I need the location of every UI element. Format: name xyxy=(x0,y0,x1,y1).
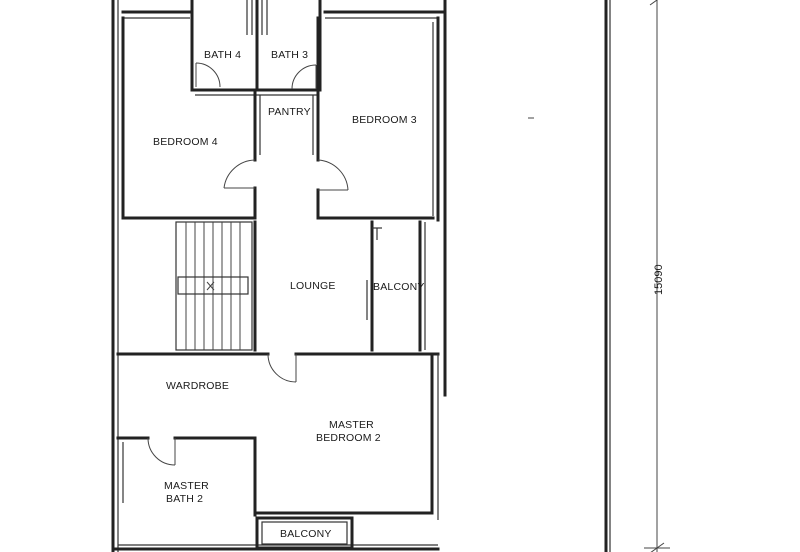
wardrobe-label: WARDROBE xyxy=(166,380,229,392)
bath-3-label: BATH 3 xyxy=(271,49,308,61)
outer-walls xyxy=(111,0,447,552)
dimension-line xyxy=(528,0,670,552)
staircase xyxy=(175,220,257,352)
balcony-bottom-label: BALCONY xyxy=(280,528,332,540)
pantry-walls xyxy=(259,95,314,155)
bedroom-3-walls xyxy=(316,16,435,220)
pantry-label: PANTRY xyxy=(268,106,311,118)
master-bedroom-label-line2: BEDROOM 2 xyxy=(316,432,381,444)
master-bedroom-label-line1: MASTER xyxy=(329,419,374,431)
dimension-label: 15090 xyxy=(653,264,665,295)
bedroom-3-label: BEDROOM 3 xyxy=(352,114,417,126)
balcony-right-walls xyxy=(366,220,426,352)
master-bath-label-line2: BATH 2 xyxy=(166,493,203,505)
lounge-label: LOUNGE xyxy=(290,280,336,292)
balcony-right-label: BALCONY xyxy=(373,281,425,293)
master-bath-label-line1: MASTER xyxy=(164,480,209,492)
bath-4-label: BATH 4 xyxy=(204,49,241,61)
balcony-bottom-walls xyxy=(255,516,354,550)
bedroom-4-walls xyxy=(121,16,257,220)
bedroom-4-label: BEDROOM 4 xyxy=(153,136,218,148)
master-bedroom-walls xyxy=(116,352,440,520)
bath-block xyxy=(190,0,322,96)
